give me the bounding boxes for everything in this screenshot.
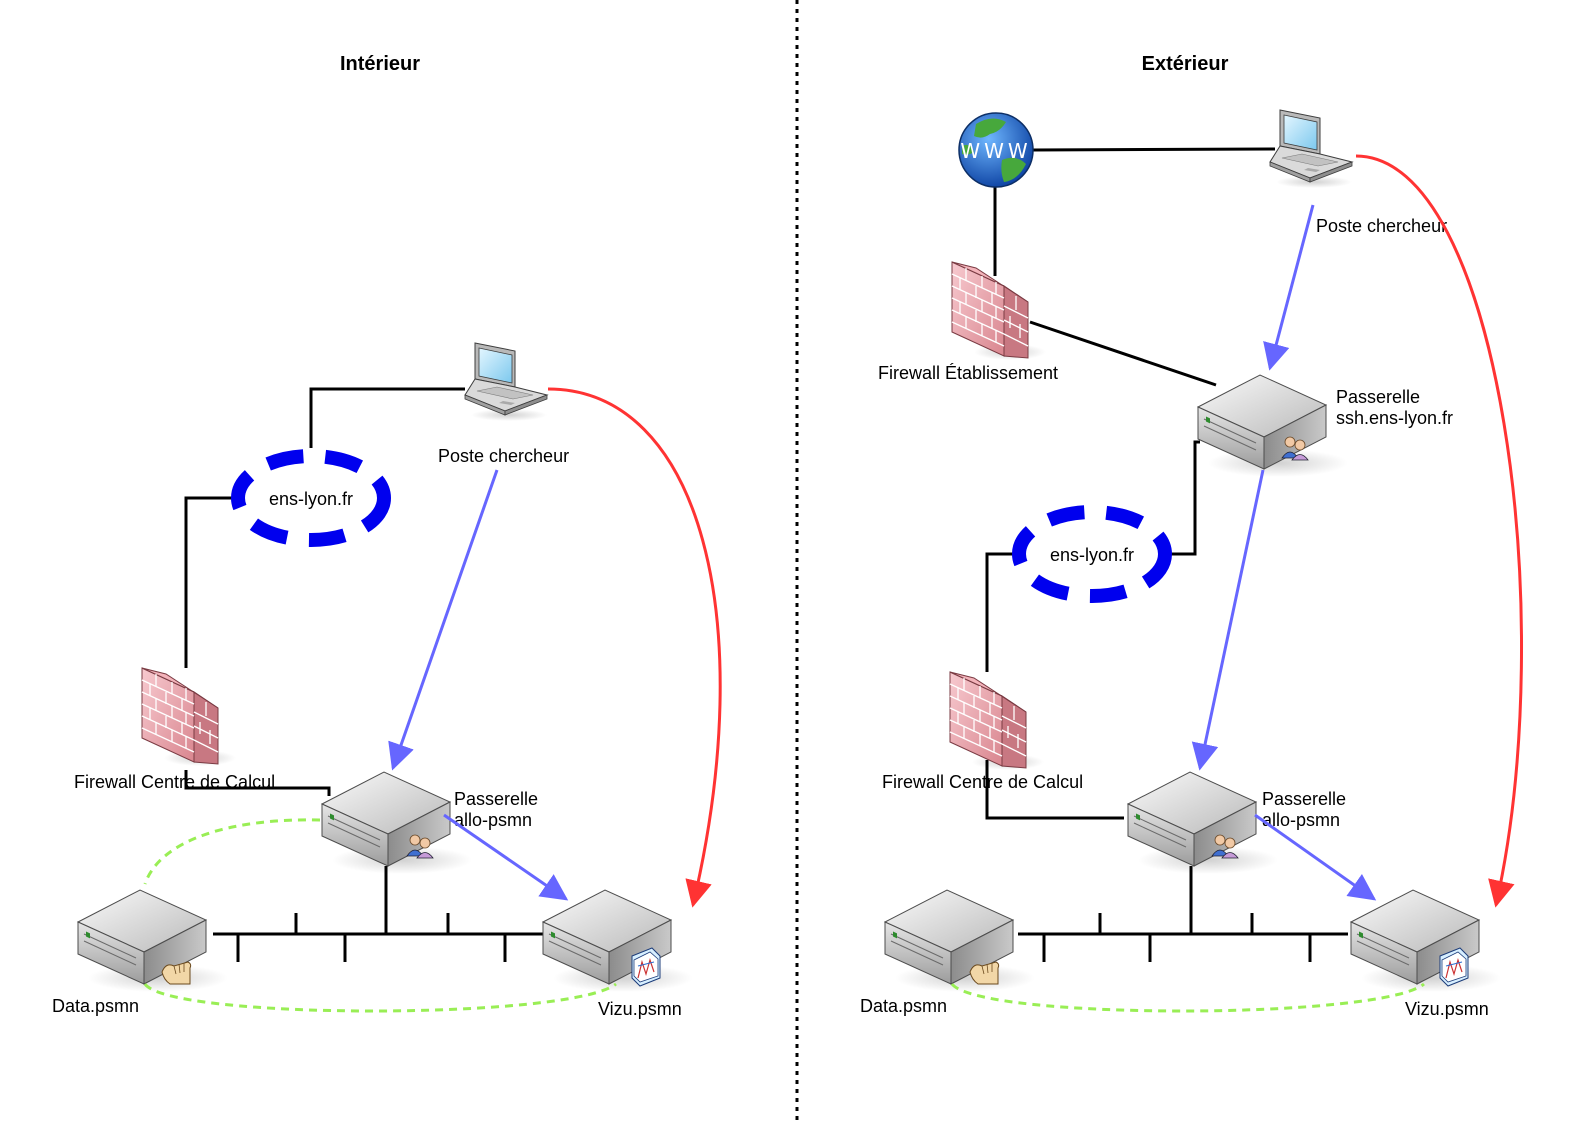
right-gateway-label-line2: allo-psmn: [1262, 810, 1340, 830]
left-nfs-links: [143, 818, 617, 1013]
right-gateway-label-line1: Passerelle: [1262, 789, 1346, 809]
right-data-label: Data.psmn: [860, 996, 947, 1016]
right-researcher-label: Poste chercheur: [1316, 216, 1447, 236]
right-vizu-label: Vizu.psmn: [1405, 999, 1489, 1019]
right-network-ring: [1012, 505, 1172, 603]
right-ssh-gateway-server-icon[interactable]: [1197, 374, 1349, 478]
left-vizu-label: Vizu.psmn: [598, 999, 682, 1019]
left-data-server-icon[interactable]: [77, 889, 229, 993]
left-gateway-label-line1: Passerelle: [454, 789, 538, 809]
left-network-links: [184, 387, 637, 962]
right-ssh-gateway-label-line2: ssh.ens-lyon.fr: [1336, 408, 1453, 428]
left-gateway-label: Passerelle allo-psmn: [454, 789, 543, 830]
left-firewall-label: Firewall Centre de Calcul: [74, 772, 275, 792]
right-nfs-link: [950, 982, 1425, 1013]
right-panel: Extérieur WWW Poste chercheur: [860, 53, 1523, 1019]
left-data-label: Data.psmn: [52, 996, 139, 1016]
right-ssh-gateway-label-line1: Passerelle: [1336, 387, 1420, 407]
right-direct-path: [1355, 154, 1523, 908]
right-panel-title: Extérieur: [1142, 53, 1229, 75]
left-ssh-paths: [388, 469, 569, 901]
right-ssh-paths: [1191, 204, 1377, 901]
left-gateway-label-line2: allo-psmn: [454, 810, 532, 830]
left-network-label: ens-lyon.fr: [269, 489, 353, 509]
left-researcher-label: Poste chercheur: [438, 446, 569, 466]
left-direct-path: [547, 387, 722, 908]
right-vizu-server-icon[interactable]: [1350, 889, 1502, 993]
right-network-label: ens-lyon.fr: [1050, 545, 1134, 565]
right-internet-globe-icon: WWW: [958, 112, 1034, 188]
left-panel: Intérieur ens-lyon.fr Poste chercheur Fi…: [52, 53, 722, 1019]
left-gateway-server-icon[interactable]: [321, 771, 473, 875]
left-network-ring: [231, 449, 391, 547]
right-gateway-label: Passerelle allo-psmn: [1262, 789, 1351, 830]
right-ssh-gateway-label: Passerelle ssh.ens-lyon.fr: [1336, 387, 1453, 428]
left-panel-title: Intérieur: [340, 53, 420, 75]
right-firewall-institution-icon: [951, 261, 1047, 361]
right-firewall-institution-label: Firewall Établissement: [878, 363, 1058, 383]
left-vizu-server-icon[interactable]: [542, 889, 694, 993]
right-gateway-server-icon[interactable]: [1127, 771, 1279, 875]
left-firewall-icon: [141, 667, 237, 767]
right-network-links: [985, 147, 1348, 962]
right-firewall-icon: [949, 671, 1045, 771]
right-firewall-label: Firewall Centre de Calcul: [882, 772, 1083, 792]
right-globe-text: WWW: [960, 139, 1031, 163]
right-data-server-icon[interactable]: [884, 889, 1036, 993]
left-researcher-laptop-icon[interactable]: [464, 342, 548, 422]
right-researcher-laptop-icon[interactable]: [1269, 109, 1353, 189]
